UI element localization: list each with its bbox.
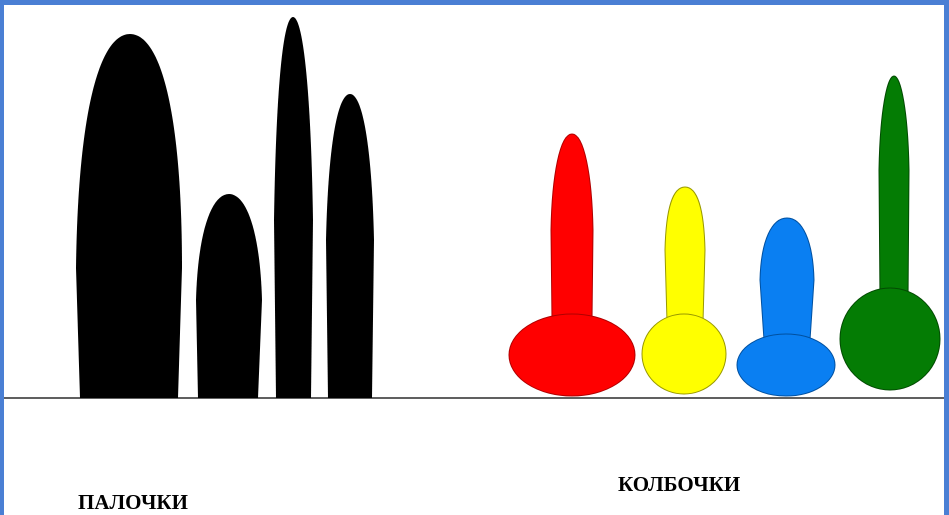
cones-label: КОЛБОЧКИ xyxy=(618,472,740,497)
rod-1 xyxy=(76,34,182,398)
cone-yellow xyxy=(642,187,726,394)
rod-3 xyxy=(274,17,313,398)
cones-group xyxy=(509,76,940,396)
cone-red xyxy=(509,134,635,396)
cone-green xyxy=(840,76,940,390)
rod-2 xyxy=(196,194,262,398)
rods-label: ПАЛОЧКИ xyxy=(78,490,188,515)
cone-blue xyxy=(737,218,835,396)
rods-group xyxy=(76,17,374,398)
rod-4 xyxy=(326,94,374,398)
